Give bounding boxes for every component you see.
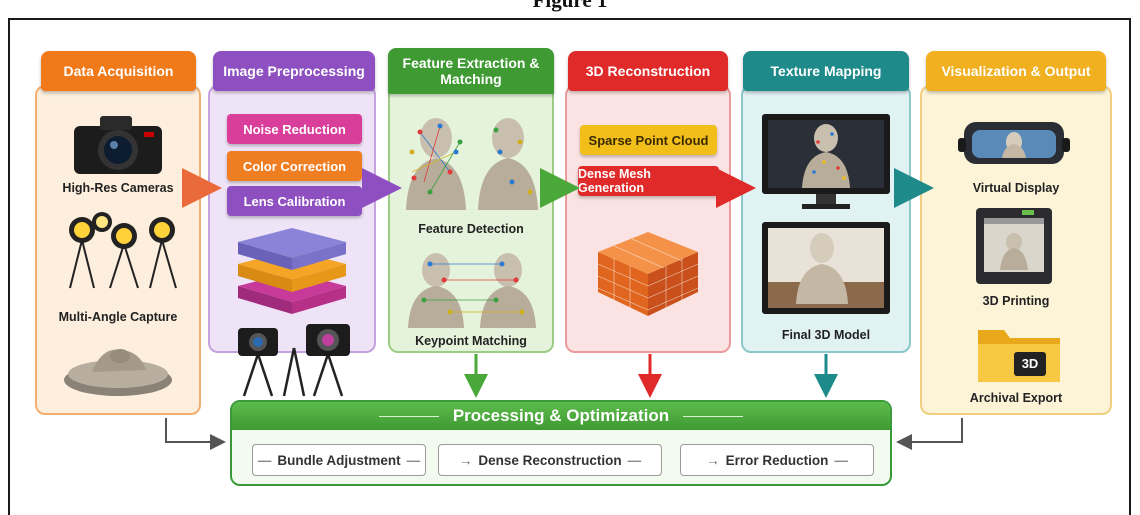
folder-3d-badge: 3D (1021, 356, 1039, 371)
stage-feature-extraction-header: Feature Extraction & Matching (388, 48, 554, 94)
spotlights-icon (69, 212, 177, 289)
mesh-cube-icon (597, 232, 699, 316)
stage-data-acquisition-header: Data Acquisition (41, 51, 196, 91)
stage-3d-reconstruction-header: 3D Reconstruction (568, 51, 728, 91)
camera-rig-icon (238, 324, 350, 397)
vr-headset-icon (958, 122, 1070, 164)
bundle-adjustment-label: Bundle Adjustment (277, 452, 401, 468)
stage-visualization-output-header: Visualization & Output (926, 51, 1106, 91)
lens-calibration-step: Lens Calibration (227, 186, 362, 216)
folder-3d-icon (978, 330, 1060, 382)
statue-matching-icon (408, 253, 536, 328)
figure-title: Figure 1 (532, 0, 608, 12)
final-3d-model-label: Final 3D Model (781, 328, 871, 342)
noise-reduction-step: Noise Reduction (227, 114, 362, 144)
color-correction-step: Color Correction (227, 151, 362, 181)
arrow-output-loop (896, 418, 963, 450)
bundle-adjustment-step: —Bundle Adjustment— (252, 444, 426, 476)
processing-title-text: Processing & Optimization (452, 406, 670, 425)
sparse-point-cloud-step: Sparse Point Cloud (580, 125, 717, 155)
dense-reconstruction-step: →Dense Reconstruction— (438, 444, 662, 476)
monitor-textured-icon (762, 114, 890, 209)
dense-mesh-generation-step: Dense Mesh Generation (578, 166, 719, 196)
3d-printer-icon (976, 208, 1052, 284)
error-reduction-label: Error Reduction (725, 452, 829, 468)
processing-optimization-title: Processing & Optimization (232, 402, 890, 430)
stage-image-preprocessing-header: Image Preprocessing (213, 51, 375, 91)
dense-reconstruction-label: Dense Reconstruction (478, 452, 622, 468)
high-res-cameras-label: High-Res Cameras (62, 181, 174, 195)
virtual-display-label: Virtual Display (972, 181, 1060, 195)
3d-printing-label: 3D Printing (982, 294, 1050, 308)
image-layers-icon (238, 228, 346, 314)
error-reduction-step: →Error Reduction— (680, 444, 874, 476)
keypoint-matching-label: Keypoint Matching (415, 334, 527, 348)
multi-angle-capture-label: Multi-Angle Capture (58, 310, 178, 324)
monitor-final-model-icon (762, 222, 890, 314)
archival-export-label: Archival Export (969, 391, 1063, 405)
feature-detection-label: Feature Detection (418, 222, 524, 236)
camera-icon (74, 116, 162, 174)
statue-detection-icon (406, 118, 538, 210)
processing-optimization-panel: Processing & Optimization —Bundle Adjust… (230, 400, 892, 486)
arrow-acquisition-loop (165, 418, 226, 450)
stage-texture-mapping-header: Texture Mapping (743, 51, 909, 91)
stone-artifact-icon (64, 349, 172, 396)
